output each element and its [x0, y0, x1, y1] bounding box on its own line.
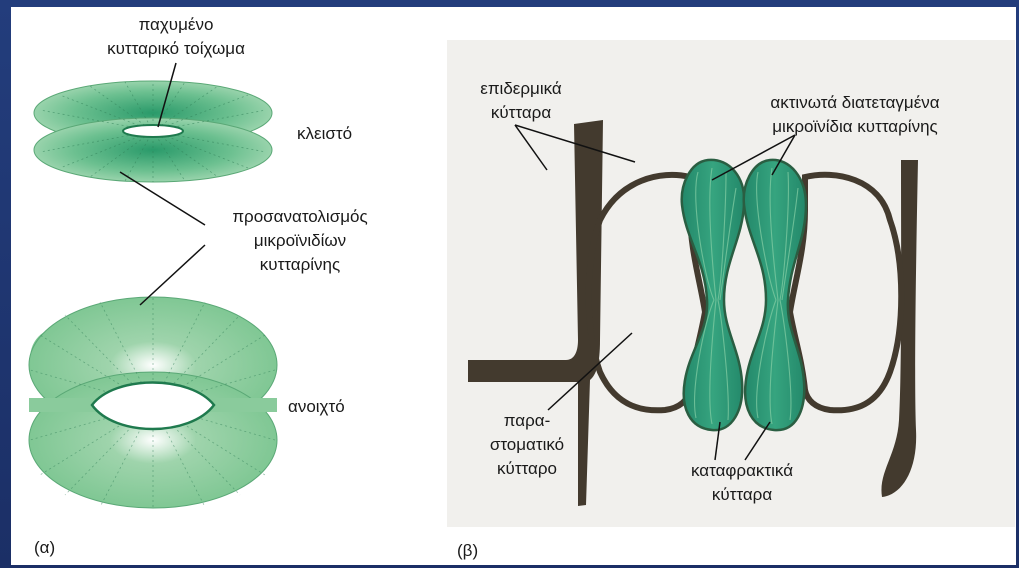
guard-label-2: κύτταρα [652, 484, 832, 505]
subsidiary-label-3: κύτταρο [472, 458, 582, 479]
open-label: ανοιχτό [288, 396, 345, 417]
thick-wall-label-1: παχυμένο [96, 14, 256, 35]
closed-label: κλειστό [297, 123, 352, 144]
orientation-label-1: προσανατολισμός [205, 206, 395, 227]
guard-label-1: καταφρακτικά [652, 460, 832, 481]
epidermal-label-1: επιδερμικά [446, 78, 596, 99]
subsidiary-label-1: παρα- [472, 410, 582, 431]
panel-b-letter: (β) [457, 540, 478, 561]
closed-stoma [34, 81, 272, 182]
open-stoma [29, 297, 277, 510]
orientation-label-3: κυτταρίνης [205, 254, 395, 275]
radial-label-1: ακτινωτά διατεταγμένα [730, 92, 980, 113]
epidermal-label-2: κύτταρα [446, 102, 596, 123]
orientation-label-2: μικροϊνιδίων [205, 230, 395, 251]
thick-wall-label-2: κυτταρικό τοίχωμα [81, 38, 271, 59]
radial-label-2: μικροϊνίδια κυτταρίνης [730, 116, 980, 137]
panel-a-letter: (α) [34, 537, 55, 558]
subsidiary-label-2: στοματικό [472, 434, 582, 455]
